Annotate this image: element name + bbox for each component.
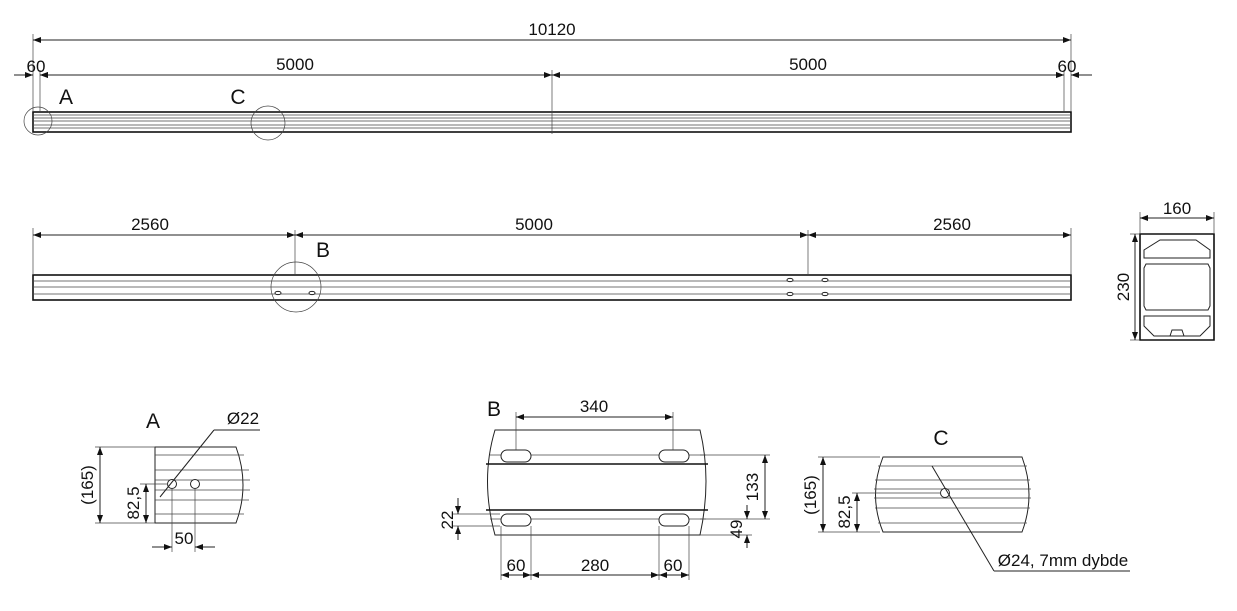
detail-circle-b — [270, 261, 322, 313]
dim-span-left: 5000 — [276, 55, 314, 74]
side-view: 2560 5000 2560 B — [32, 215, 1072, 313]
section-outline — [1139, 233, 1215, 341]
detail-b-offset: 49 — [727, 520, 746, 539]
detail-c: C Ø24, 7mm dybde (165) 82,5 — [801, 427, 1130, 572]
detail-a-title: A — [146, 410, 160, 433]
detail-b-edge-left: 60 — [507, 556, 526, 575]
detail-b-edge-right: 60 — [664, 556, 683, 575]
detail-b-height: 133 — [743, 473, 762, 501]
detail-c-height: (165) — [801, 475, 820, 515]
detail-c-title: C — [933, 427, 948, 450]
dim-section-height: 230 — [1114, 273, 1133, 301]
side-beam-outline — [32, 274, 1072, 301]
dim-section-width: 160 — [1163, 199, 1191, 218]
detail-circle-c — [250, 105, 286, 141]
detail-c-hole-height: 82,5 — [835, 495, 854, 528]
marker-b: B — [316, 239, 330, 262]
detail-circle-a — [23, 106, 53, 136]
dim-left-end: 60 — [27, 57, 46, 76]
marker-c: C — [230, 86, 245, 109]
detail-a: A Ø22 (165) 82,5 50 — [78, 409, 260, 552]
dim-span-right: 5000 — [789, 55, 827, 74]
top-view: 10120 5000 5000 60 60 A C — [14, 20, 1092, 141]
dim-total: 10120 — [528, 20, 575, 39]
cross-section: 160 230 — [1114, 199, 1215, 341]
detail-b-title: B — [487, 398, 501, 421]
detail-b-slot-height: 22 — [438, 511, 457, 530]
detail-c-outline — [875, 456, 1030, 533]
detail-b-middle: 280 — [581, 556, 609, 575]
dim-side-right: 2560 — [933, 215, 971, 234]
detail-a-hole-height: 82,5 — [124, 486, 143, 519]
dim-side-middle: 5000 — [515, 215, 553, 234]
dim-right-end: 60 — [1058, 57, 1077, 76]
detail-a-spacing: 50 — [175, 529, 194, 548]
detail-a-hole-dia: Ø22 — [227, 409, 259, 428]
detail-c-hole-note: Ø24, 7mm dybde — [998, 551, 1128, 570]
detail-a-height: (165) — [78, 465, 97, 505]
dim-side-left: 2560 — [131, 215, 169, 234]
detail-b-slot-span: 340 — [580, 397, 608, 416]
detail-b: B 340 133 49 22 — [438, 397, 770, 580]
marker-a: A — [59, 86, 73, 109]
detail-a-outline — [154, 446, 244, 524]
